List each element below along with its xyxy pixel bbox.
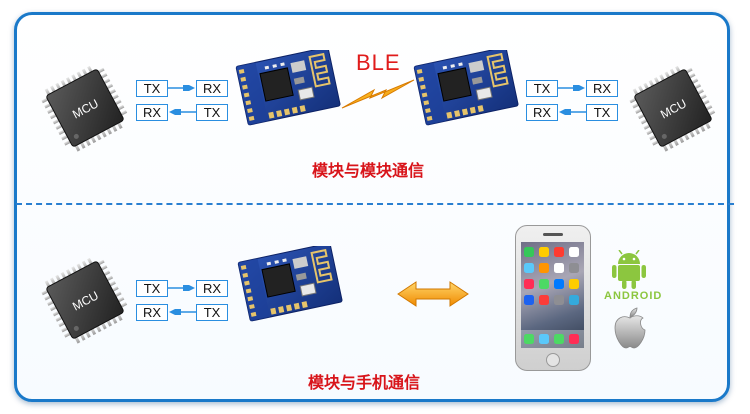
mcu-chip-icon: MCU	[40, 255, 130, 345]
tx-arrow	[168, 85, 195, 91]
phone-speaker	[543, 233, 563, 236]
tx-box: TX	[136, 280, 168, 297]
tx-box: TX	[196, 104, 228, 121]
tx-arrow	[168, 285, 195, 291]
caption-module-to-phone: 模块与手机通信	[308, 373, 421, 392]
ble-module-icon	[236, 246, 344, 323]
ble-module-icon	[412, 50, 520, 127]
rx-arrow	[169, 109, 196, 115]
section-divider	[16, 203, 734, 205]
tx-box: TX	[526, 80, 558, 97]
mcu-chip-icon: MCU	[628, 63, 718, 153]
tx-box: TX	[196, 304, 228, 321]
tx-box: TX	[136, 80, 168, 97]
protocol-label: BLE	[356, 50, 401, 75]
mcu-chip-icon: MCU	[40, 63, 130, 153]
rx-box: RX	[196, 80, 228, 97]
apple-icon	[614, 307, 646, 349]
smartphone-icon	[515, 225, 591, 371]
tx-box: TX	[586, 104, 618, 121]
rx-box: RX	[196, 280, 228, 297]
diagram-frame	[14, 12, 730, 402]
rx-box: RX	[586, 80, 618, 97]
rx-arrow	[169, 309, 196, 315]
android-icon	[612, 250, 646, 289]
rx-arrow	[559, 109, 586, 115]
tx-arrow	[558, 85, 585, 91]
rx-box: RX	[136, 104, 168, 121]
lightning-icon	[341, 79, 415, 109]
phone-screen	[521, 242, 584, 348]
phone-home-button	[546, 353, 560, 367]
android-wordmark: ANDROID	[604, 290, 663, 302]
ble-module-icon	[234, 50, 342, 127]
rx-box: RX	[136, 304, 168, 321]
caption-module-to-module: 模块与模块通信	[312, 161, 425, 180]
double-arrow-icon	[397, 281, 469, 307]
rx-box: RX	[526, 104, 558, 121]
